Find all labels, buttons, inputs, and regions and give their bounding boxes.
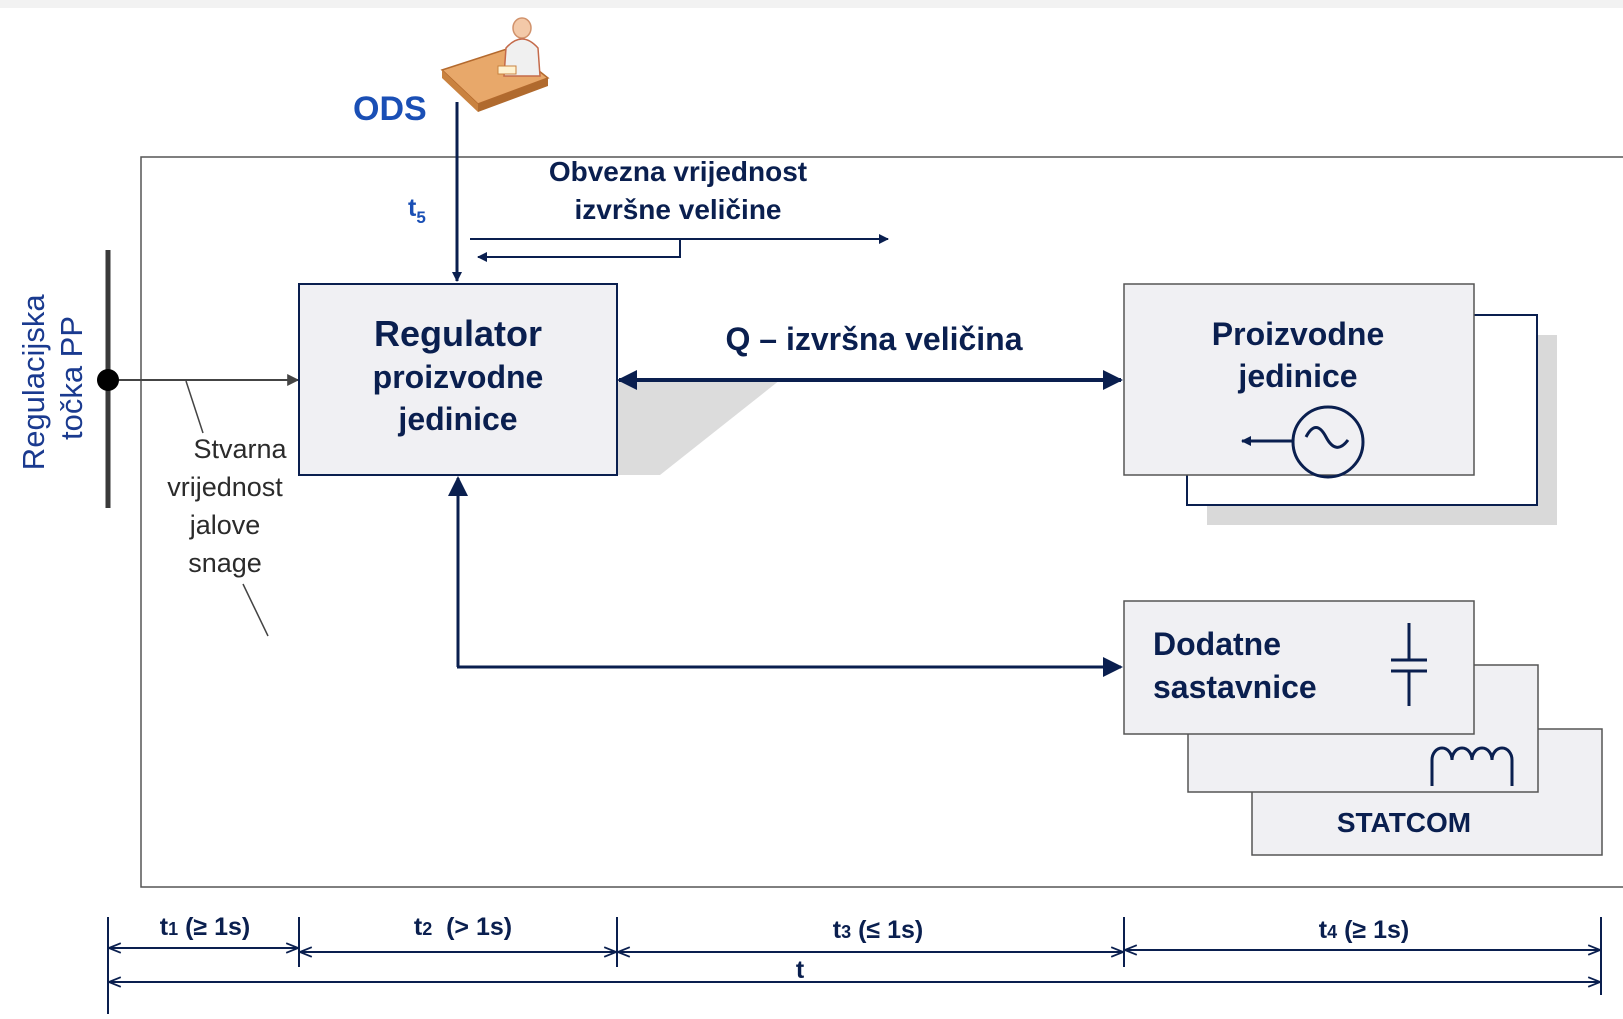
- capacitor-icon: [1391, 623, 1427, 706]
- additional-title: Dodatne: [1153, 626, 1281, 662]
- production-line2: jedinice: [1237, 358, 1357, 394]
- t3-label: t3 (≤ 1s): [833, 916, 923, 944]
- measured-callout-bottom: [242, 583, 269, 637]
- setpoint-return-arrow: [477, 239, 681, 262]
- ods-label: ODS: [353, 90, 427, 128]
- top-strip: [0, 0, 1623, 8]
- inductor-icon: [1430, 746, 1514, 786]
- regulator-line3: jedinice: [397, 401, 517, 437]
- additional-box: [1123, 600, 1475, 735]
- regulator-box: [298, 283, 618, 476]
- t1-label: t1 (≥ 1s): [160, 913, 250, 941]
- regulator-title: Regulator: [374, 313, 542, 354]
- svg-text:vrijednost: vrijednost: [167, 472, 283, 502]
- regulation-point-node: [97, 369, 119, 391]
- timeline: t1 (≥ 1s) t2 (> 1s) t3 (≤ 1s) t4 (≥ 1s) …: [107, 913, 1602, 1014]
- setpoint-label-line2: izvršne veličine: [574, 194, 781, 225]
- t4-label: t4 (≥ 1s): [1319, 916, 1409, 944]
- measured-callout-top: [185, 380, 204, 434]
- svg-text:Stvarna: Stvarna: [193, 434, 287, 464]
- production-title: Proizvodne: [1212, 316, 1384, 352]
- operator-at-computer-icon: [440, 17, 550, 112]
- setpoint-label-line1: Obvezna vrijednost: [549, 156, 807, 187]
- generator-icon: [1241, 405, 1365, 479]
- regulator-line2: proizvodne: [373, 359, 544, 395]
- total-time-label: t: [796, 956, 805, 984]
- svg-text:jalove: jalove: [189, 510, 261, 540]
- measured-value-label: Stvarna vrijednost jalove snage: [167, 434, 287, 578]
- busbar-label: Regulacijska točka PP: [16, 286, 89, 470]
- statcom-label: STATCOM: [1337, 807, 1471, 838]
- additional-line2: sastavnice: [1153, 669, 1317, 705]
- q-arrow-label: Q – izvršna veličina: [725, 321, 1022, 357]
- t2-label: t2 (> 1s): [414, 913, 512, 941]
- t5-label: t5: [408, 194, 426, 227]
- regulator-shadow-body: [617, 380, 780, 475]
- svg-text:snage: snage: [188, 548, 262, 578]
- production-box: [1123, 283, 1475, 476]
